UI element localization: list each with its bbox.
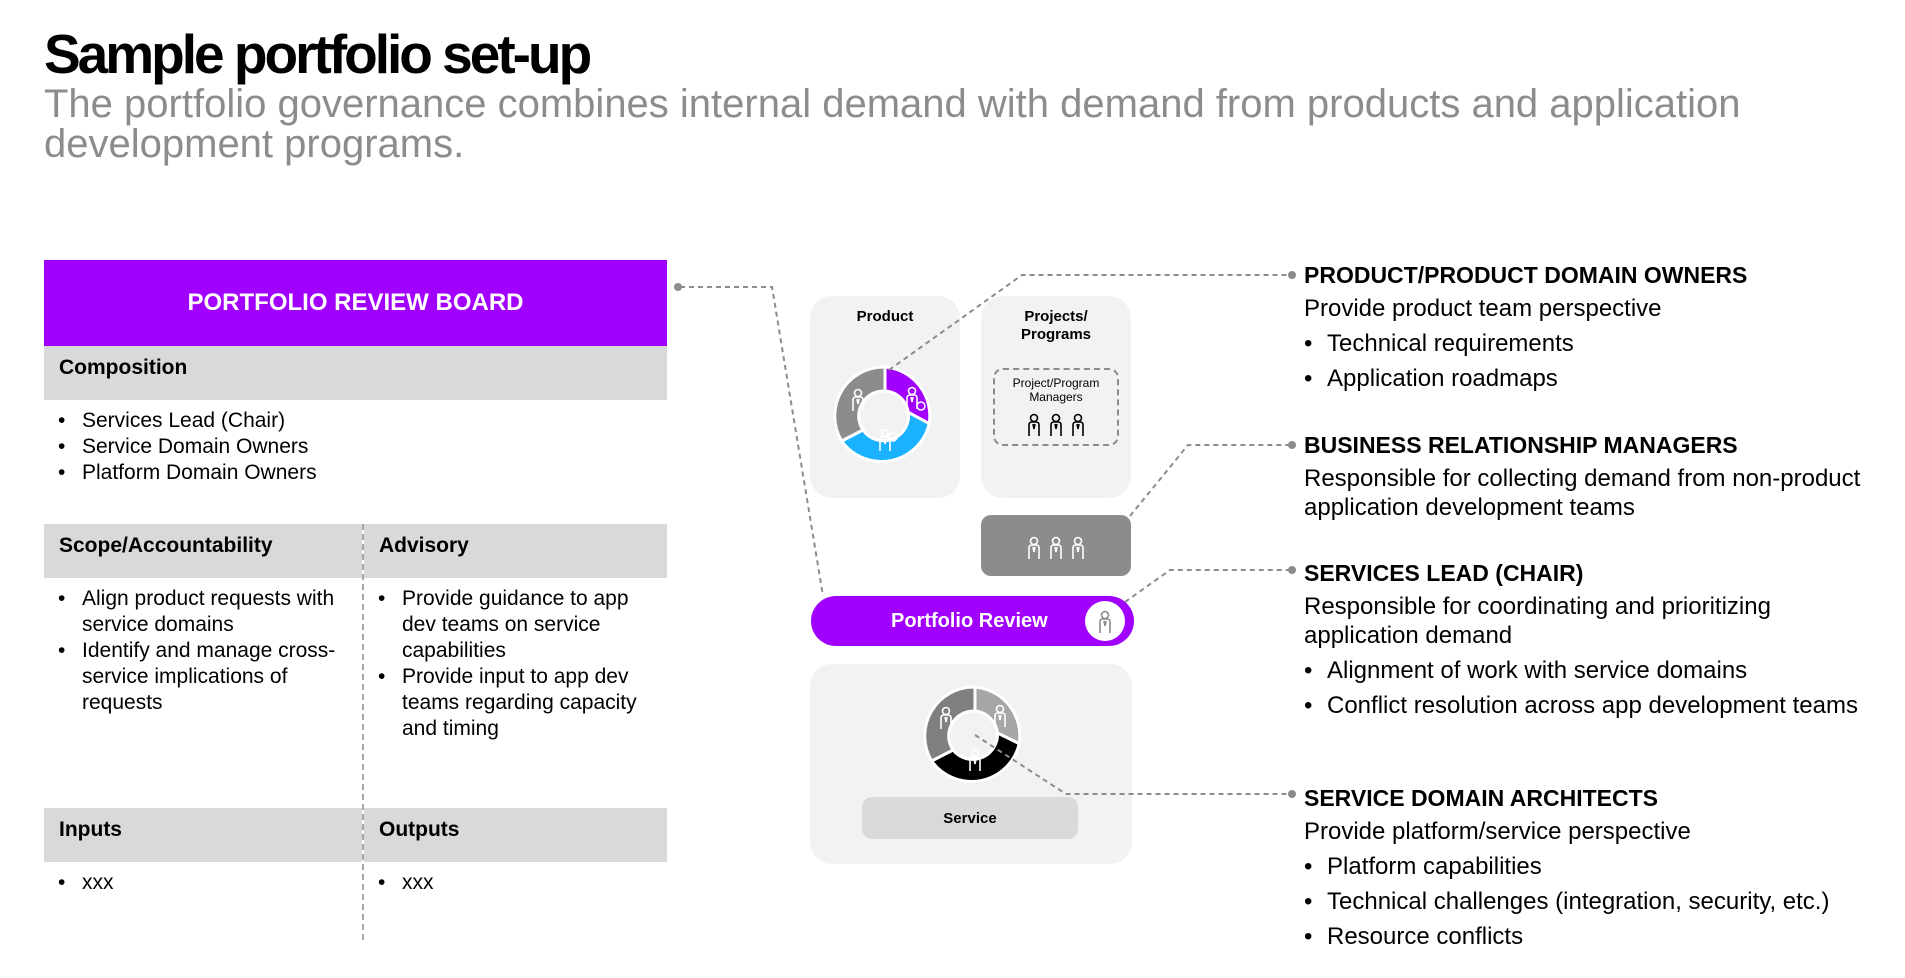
list-item: Service Domain Owners bbox=[44, 434, 644, 460]
brm-person-icon bbox=[1050, 536, 1062, 560]
outputs-list: xxx bbox=[364, 870, 654, 896]
composition-header: Composition bbox=[44, 346, 667, 400]
role-title: SERVICES LEAD (CHAIR) bbox=[1304, 560, 1584, 586]
brm-person-icon bbox=[1028, 536, 1040, 560]
role-list: Alignment of work with service domains C… bbox=[1304, 656, 1864, 726]
page-title: Sample portfolio set-up bbox=[44, 23, 592, 85]
projects-card bbox=[981, 296, 1131, 498]
scope-header: Scope/Accountability bbox=[44, 524, 362, 578]
person-target-icon bbox=[879, 428, 898, 452]
manager-person-icon bbox=[1050, 413, 1062, 437]
list-item: Services Lead (Chair) bbox=[44, 408, 644, 434]
manager-person-icon bbox=[1072, 413, 1084, 437]
list-item: Technical challenges (integration, secur… bbox=[1304, 887, 1894, 916]
connector-dot bbox=[1288, 271, 1296, 279]
list-item: Identify and manage cross-service implic… bbox=[44, 638, 344, 716]
outputs-label: Outputs bbox=[379, 818, 460, 841]
inputs-label: Inputs bbox=[59, 818, 122, 841]
role-title: PRODUCT/PRODUCT DOMAIN OWNERS bbox=[1304, 262, 1748, 288]
advisory-header: Advisory bbox=[364, 524, 667, 578]
product-card bbox=[810, 296, 960, 498]
role-description: Responsible for coordinating and priorit… bbox=[1304, 593, 1771, 649]
product-donut-segment bbox=[833, 365, 887, 443]
list-item: xxx bbox=[364, 870, 654, 896]
list-item: Platform capabilities bbox=[1304, 852, 1894, 881]
managers-box bbox=[993, 368, 1119, 446]
connector-lines bbox=[680, 274, 1290, 795]
service-donut-segment bbox=[973, 685, 1022, 746]
connector-dot bbox=[1288, 566, 1296, 574]
board-title: PORTFOLIO REVIEW BOARD bbox=[44, 260, 667, 346]
outputs-header: Outputs bbox=[364, 808, 667, 862]
list-item: Platform Domain Owners bbox=[44, 460, 644, 486]
service-label: Service bbox=[943, 809, 997, 827]
connector-dot bbox=[674, 283, 682, 291]
connector-dot bbox=[1288, 441, 1296, 449]
role-description: Responsible for collecting demand from n… bbox=[1304, 465, 1861, 521]
role-title: SERVICE DOMAIN ARCHITECTS bbox=[1304, 785, 1658, 811]
brm-person-icon bbox=[1072, 536, 1084, 560]
role-description: Provide product team perspective bbox=[1304, 295, 1662, 322]
pill-person-icon bbox=[1085, 601, 1125, 641]
role-title: BUSINESS RELATIONSHIP MANAGERS bbox=[1304, 432, 1738, 458]
list-item: Align product requests with service doma… bbox=[44, 586, 344, 638]
list-item: Provide guidance to app dev teams on ser… bbox=[364, 586, 654, 664]
list-item: Conflict resolution across app developme… bbox=[1304, 691, 1864, 720]
list-item: xxx bbox=[44, 870, 344, 896]
scope-label: Scope/Accountability bbox=[59, 534, 273, 557]
list-item: Alignment of work with service domains bbox=[1304, 656, 1864, 685]
role-list: Technical requirements Application roadm… bbox=[1304, 329, 1884, 399]
product-label: Product bbox=[856, 308, 914, 325]
projects-label: Projects/ Programs bbox=[1020, 308, 1092, 343]
service-donut-segment bbox=[923, 685, 977, 763]
inputs-list: xxx bbox=[44, 870, 344, 896]
composition-list: Services Lead (Chair) Service Domain Own… bbox=[44, 408, 644, 486]
portfolio-review-pill: Portfolio Review bbox=[811, 596, 1134, 646]
list-item: Resource conflicts bbox=[1304, 922, 1894, 951]
list-item: Application roadmaps bbox=[1304, 364, 1884, 393]
person-gear-icon bbox=[906, 386, 926, 411]
list-item: Technical requirements bbox=[1304, 329, 1884, 358]
manager-person-icon bbox=[1028, 413, 1040, 437]
service-box: Service bbox=[862, 797, 1078, 839]
chair-person-icon bbox=[1099, 610, 1111, 634]
composition-label: Composition bbox=[59, 356, 188, 379]
list-item: Provide input to app dev teams regarding… bbox=[364, 664, 654, 742]
role-list: Platform capabilities Technical challeng… bbox=[1304, 852, 1894, 957]
page-subtitle: The portfolio governance combines intern… bbox=[44, 82, 1741, 166]
role-description: Provide platform/service perspective bbox=[1304, 818, 1691, 845]
scope-list: Align product requests with service doma… bbox=[44, 586, 344, 716]
advisory-list: Provide guidance to app dev teams on ser… bbox=[364, 586, 654, 742]
connector-dot bbox=[1288, 790, 1296, 798]
advisory-label: Advisory bbox=[379, 534, 469, 557]
inputs-header: Inputs bbox=[44, 808, 362, 862]
column-divider bbox=[362, 524, 364, 940]
managers-label: Project/Program Managers bbox=[1012, 376, 1100, 404]
portfolio-review-label: Portfolio Review bbox=[891, 609, 1048, 632]
